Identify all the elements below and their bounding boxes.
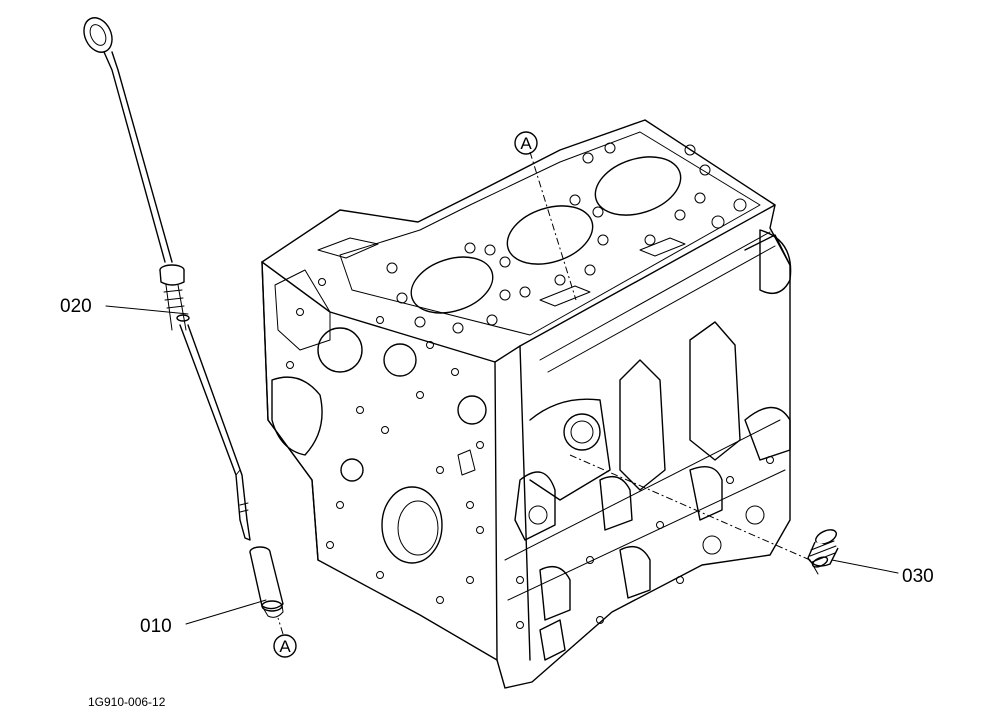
drain-plug-030[interactable]	[807, 527, 839, 569]
dipstick-020[interactable]	[79, 13, 251, 541]
label-020: 020	[60, 296, 92, 317]
plug-leader-kink	[809, 559, 819, 575]
leader-line-020	[105, 305, 189, 315]
center-line-a-top	[529, 151, 577, 301]
svg-text:A: A	[279, 637, 291, 656]
leader-line-010	[185, 599, 267, 625]
center-line-a-bottom	[277, 617, 284, 635]
reference-marker-top: A	[514, 131, 538, 155]
figure-code: 1G910-006-12	[88, 695, 166, 709]
cylinder-bore-2	[506, 205, 594, 265]
reference-marker-bottom: A	[273, 634, 297, 658]
engine-block	[261, 119, 792, 689]
center-line-plug	[569, 454, 811, 561]
cylinder-bore-1	[410, 256, 494, 314]
label-030: 030	[902, 566, 934, 587]
leader-line-030	[831, 559, 899, 574]
svg-text:A: A	[520, 134, 532, 153]
label-010: 010	[140, 616, 172, 637]
guide-tube-010[interactable]	[249, 546, 284, 618]
cylinder-bore-3	[594, 156, 682, 216]
